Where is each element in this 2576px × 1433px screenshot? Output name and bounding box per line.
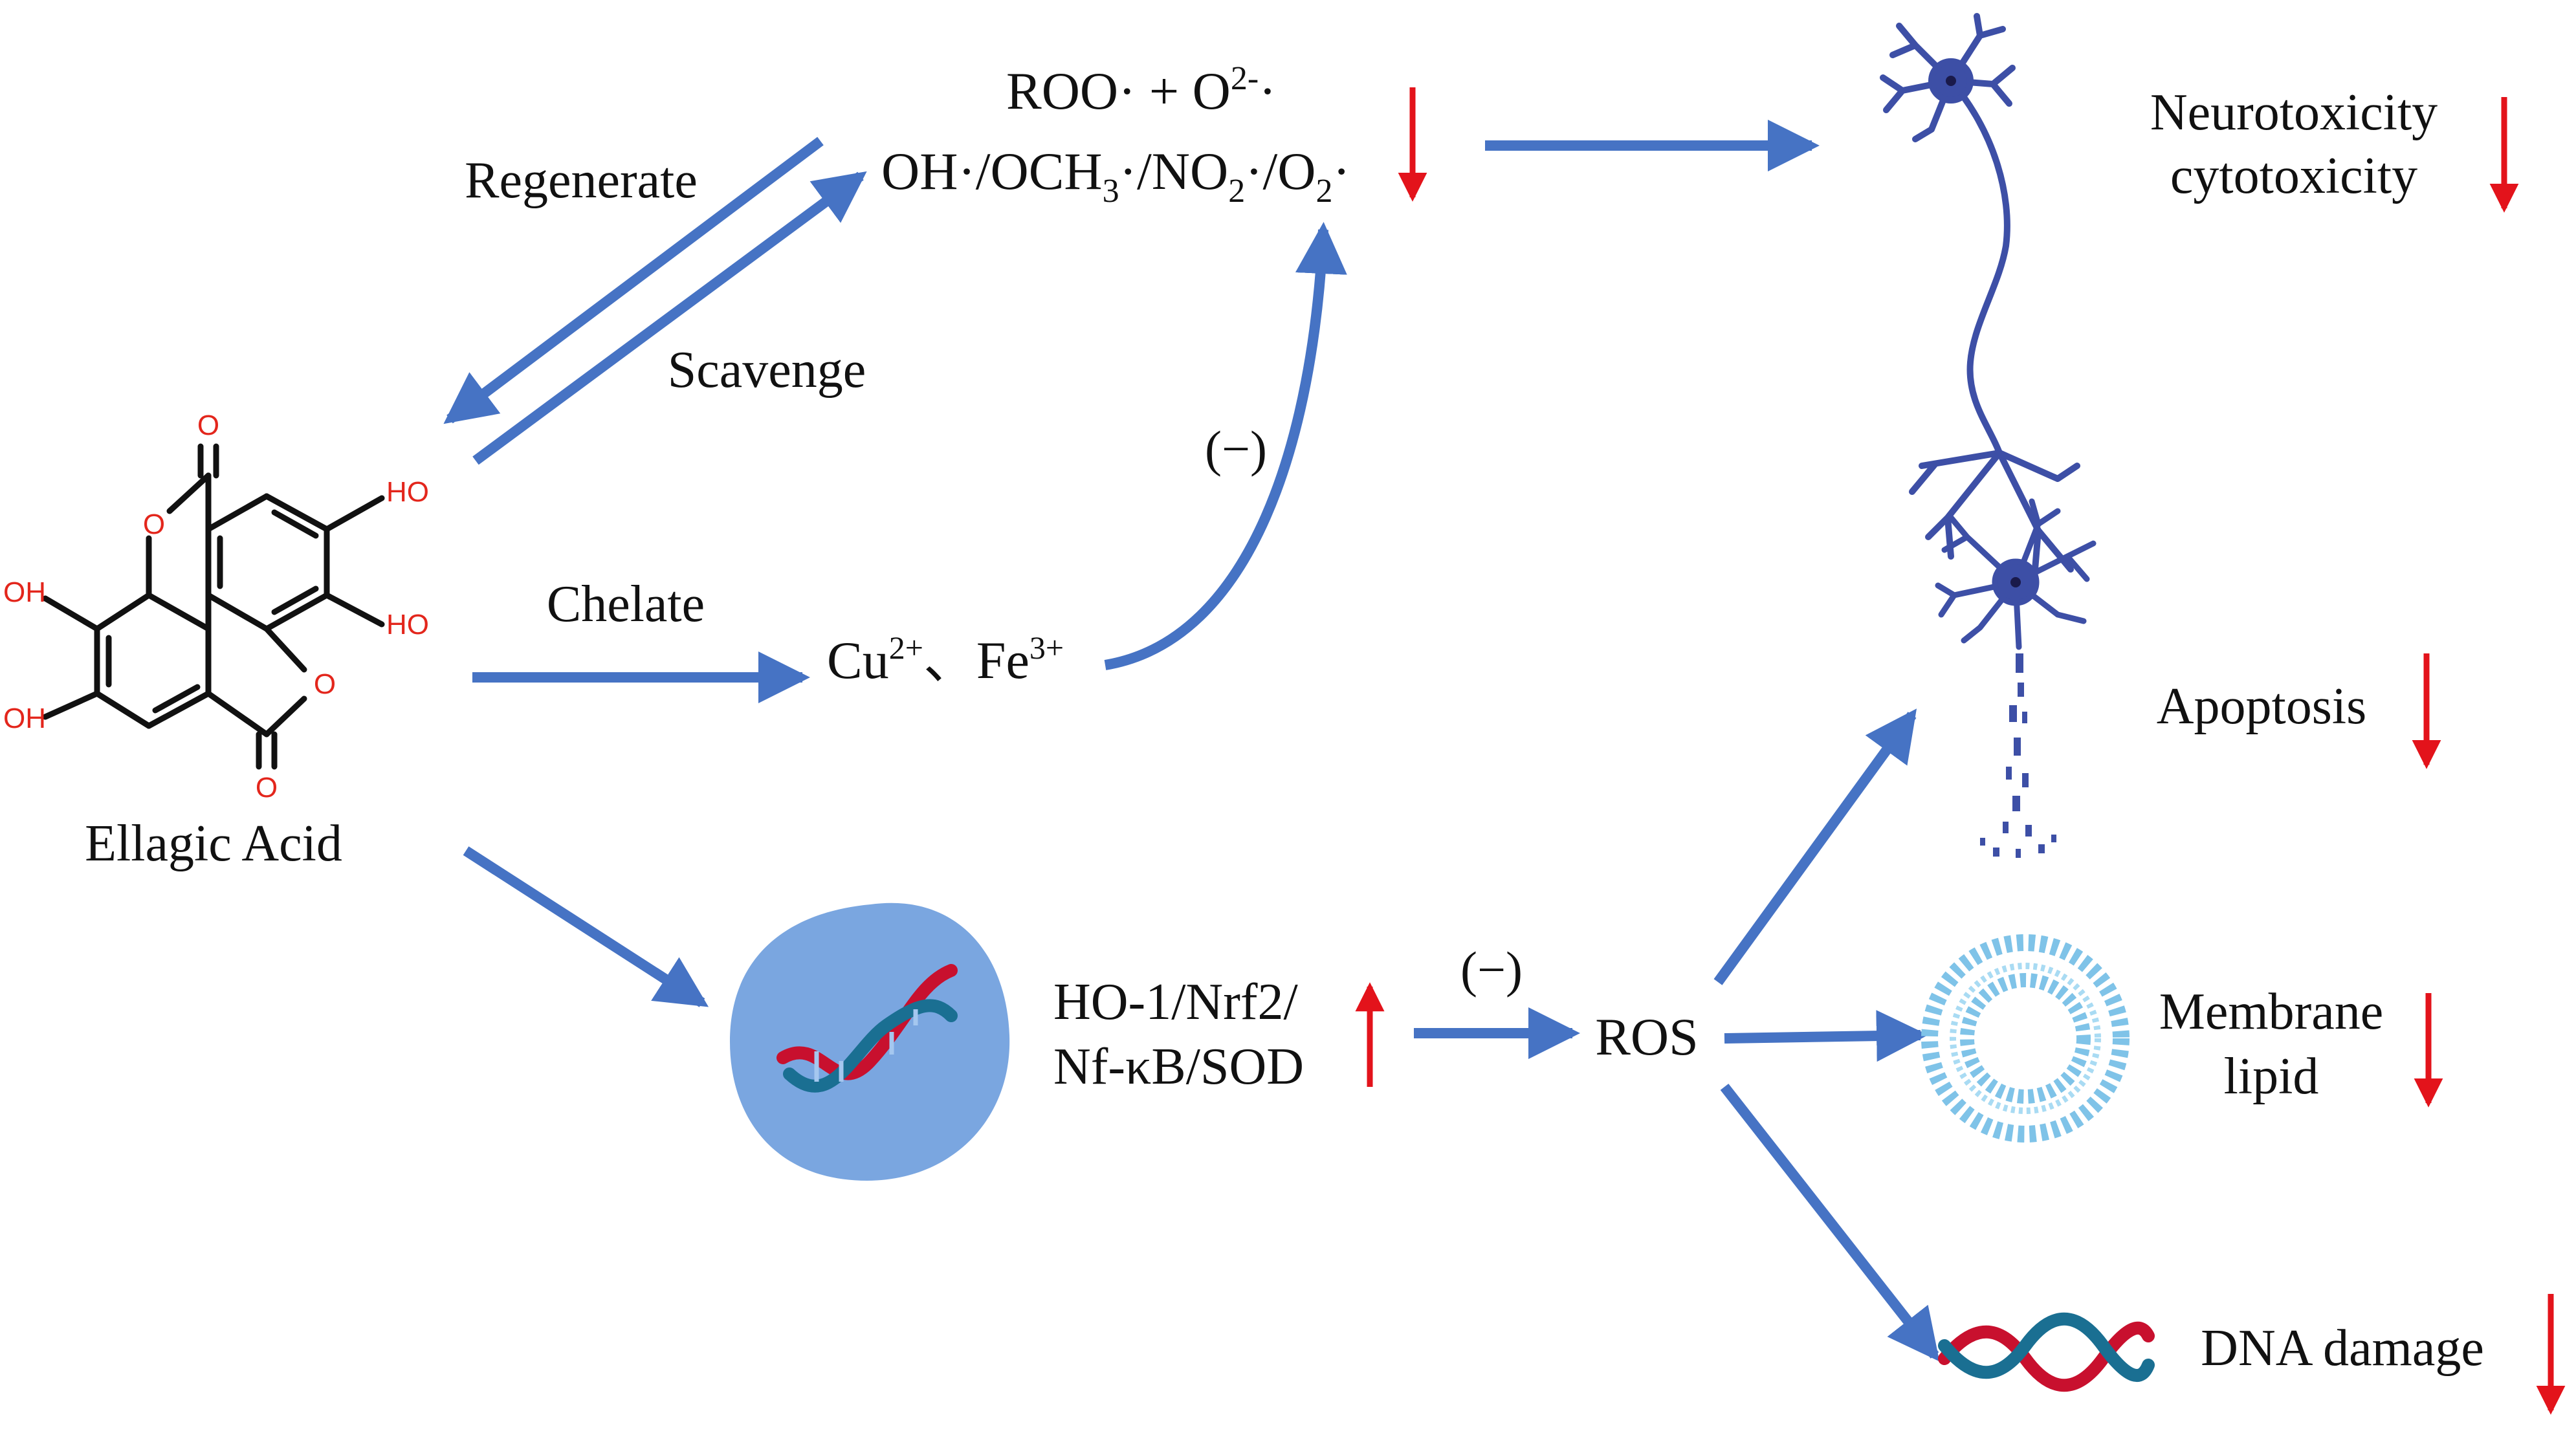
atom-o-top: O xyxy=(197,410,219,441)
outcome-membrane: Membrane xyxy=(2159,983,2384,1040)
genes-line-1: HO-1/Nrf2/ xyxy=(1053,974,1298,1031)
arrow-molecule-to-nucleus xyxy=(463,846,709,1007)
metal-ions: Cu2+、Fe3+ xyxy=(827,629,1064,690)
apoptotic-neuron-icon xyxy=(1935,498,2097,650)
label-ros: ROS xyxy=(1595,1007,1699,1066)
arrow-metals-inhibit-radicals xyxy=(1104,222,1347,670)
atom-oh-left-upper: OH xyxy=(3,576,46,608)
outcome-dna-damage: DNA damage xyxy=(2201,1320,2484,1377)
label-scavenge: Scavenge xyxy=(668,342,866,399)
outcome-neurotoxicity: Neurotoxicity xyxy=(2150,84,2438,141)
ellagic-acid-atom-labels: O O HO HO OH OH O O xyxy=(3,410,429,804)
outcome-apoptosis: Apoptosis xyxy=(2157,678,2367,735)
atom-ho-upper: HO xyxy=(386,476,429,508)
atom-o-ring-top: O xyxy=(143,509,165,540)
radicals-line-2: OH·/OCH3·/NO2·/O2· xyxy=(881,142,1350,210)
atom-o-bottom: O xyxy=(256,772,278,804)
dna-helix-icon xyxy=(1938,1312,2155,1392)
outcome-lipid: lipid xyxy=(2224,1048,2319,1105)
arrow-scavenge xyxy=(472,171,867,465)
label-inhibit-upper: (−) xyxy=(1205,421,1267,477)
outcome-cytotoxicity: cytotoxicity xyxy=(2170,148,2417,204)
label-regenerate: Regenerate xyxy=(465,152,698,209)
molecule-name: Ellagic Acid xyxy=(85,815,342,872)
arrow-ros-to-dna xyxy=(1720,1084,1940,1362)
nucleus-dna-icon xyxy=(730,902,1010,1181)
atom-ho-lower: HO xyxy=(386,609,429,640)
arrow-ros-to-membrane xyxy=(1724,1010,1928,1062)
label-chelate: Chelate xyxy=(547,576,705,633)
radicals-line-1: ROO· + O2-· xyxy=(1006,60,1277,120)
apoptotic-fragments xyxy=(1980,653,2056,858)
atom-o-ring-bottom: O xyxy=(314,668,336,700)
red-indicator-arrows xyxy=(1355,87,2566,1415)
atom-oh-left-lower: OH xyxy=(3,703,46,734)
arrow-regenerate xyxy=(443,137,824,424)
lipid-membrane-icon xyxy=(1921,934,2130,1143)
genes-line-2: Nf-κB/SOD xyxy=(1053,1038,1304,1095)
pathway-arrows xyxy=(443,120,1940,1362)
neuron-icon xyxy=(1880,13,2080,573)
label-inhibit-lower: (−) xyxy=(1460,941,1523,998)
arrow-ros-to-apoptosis xyxy=(1713,708,1917,985)
ellagic-acid-structure xyxy=(42,443,385,770)
